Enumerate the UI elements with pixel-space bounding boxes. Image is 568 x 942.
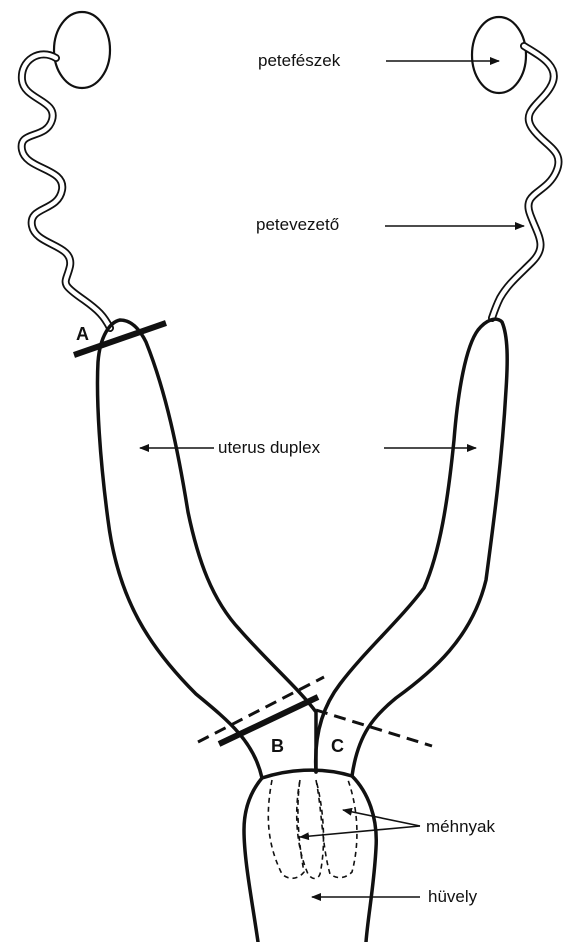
label-vagina: hüvely [428,887,478,906]
right-uterine-horn [316,319,508,776]
right-ovary [472,17,526,93]
cervix-outline [268,780,357,879]
left-oviduct [22,54,110,328]
left-ovary [54,12,110,88]
section-marker-b: B [271,736,284,756]
section-marker-a: A [76,324,89,344]
arrow-cervix-1 [300,826,420,837]
left-uterine-horn [97,320,316,778]
label-cervix: méhnyak [426,817,495,836]
arrow-cervix-2 [343,810,420,826]
label-uterus: uterus duplex [218,438,321,457]
label-ovary: petefészek [258,51,341,70]
label-oviduct: petevezető [256,215,339,234]
vagina [244,770,376,942]
section-marker-c: C [331,736,344,756]
